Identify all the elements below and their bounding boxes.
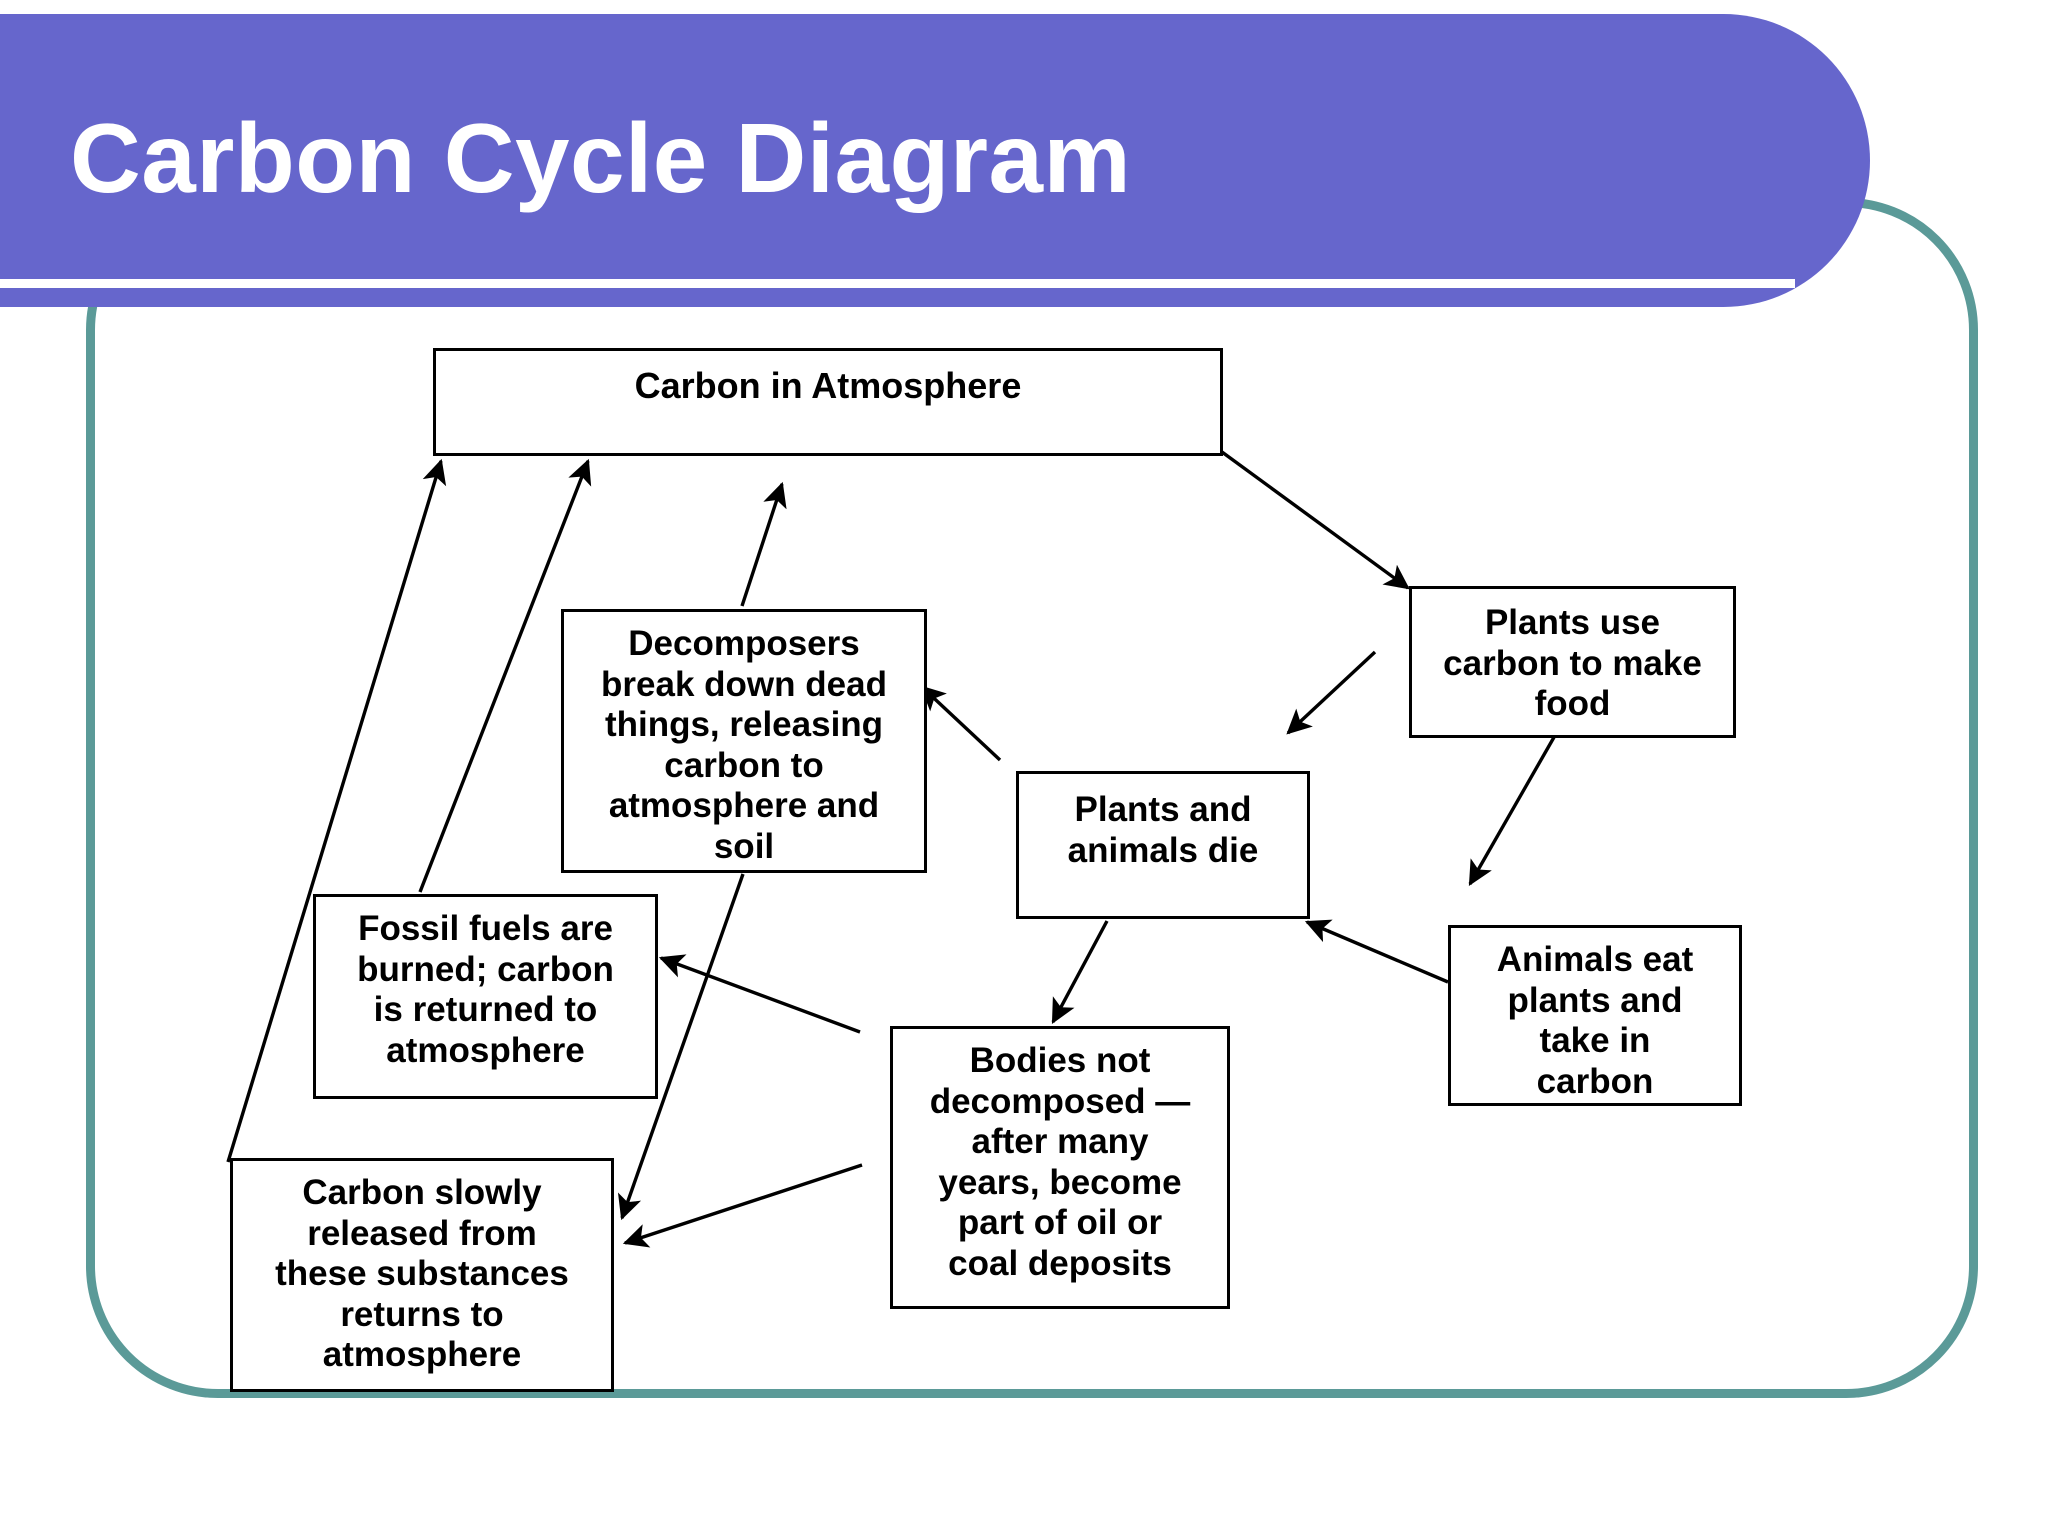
node-animals-eat-plants[interactable]: Animals eat plants and take in carbon — [1448, 925, 1742, 1106]
node-carbon-slowly-released[interactable]: Carbon slowly released from these substa… — [230, 1158, 614, 1392]
edge-animals-eat-to-plants-animals-die — [1304, 919, 1449, 984]
node-plants-use-carbon-to-make-food[interactable]: Plants use carbon to make food — [1409, 586, 1736, 738]
node-decomposers[interactable]: Decomposers break down dead things, rele… — [561, 609, 927, 873]
node-plants-and-animals-die[interactable]: Plants and animals die — [1016, 771, 1310, 919]
node-bodies-not-decomposed[interactable]: Bodies not decomposed — after many years… — [890, 1026, 1230, 1309]
edge-atmosphere-to-plants-use-carbon — [1220, 450, 1410, 590]
edge-plants-use-carbon-to-plants-animals-die — [1286, 650, 1377, 735]
node-fossil-fuels-burned[interactable]: Fossil fuels are burned; carbon is retur… — [313, 894, 658, 1099]
edge-plants-animals-die-to-decomposers — [920, 685, 1002, 762]
node-carbon-in-atmosphere[interactable]: Carbon in Atmosphere — [433, 348, 1223, 456]
title-underline-rule — [0, 279, 1795, 288]
title-banner: Carbon Cycle Diagram — [0, 14, 1870, 307]
edge-decomposers-to-atmosphere — [740, 481, 787, 607]
edge-bodies-to-fossil-fuels — [658, 954, 861, 1034]
page-title: Carbon Cycle Diagram — [70, 103, 1132, 213]
edge-plants-animals-die-to-bodies — [1051, 920, 1109, 1024]
edge-bodies-to-carbon-slowly — [622, 1163, 863, 1248]
